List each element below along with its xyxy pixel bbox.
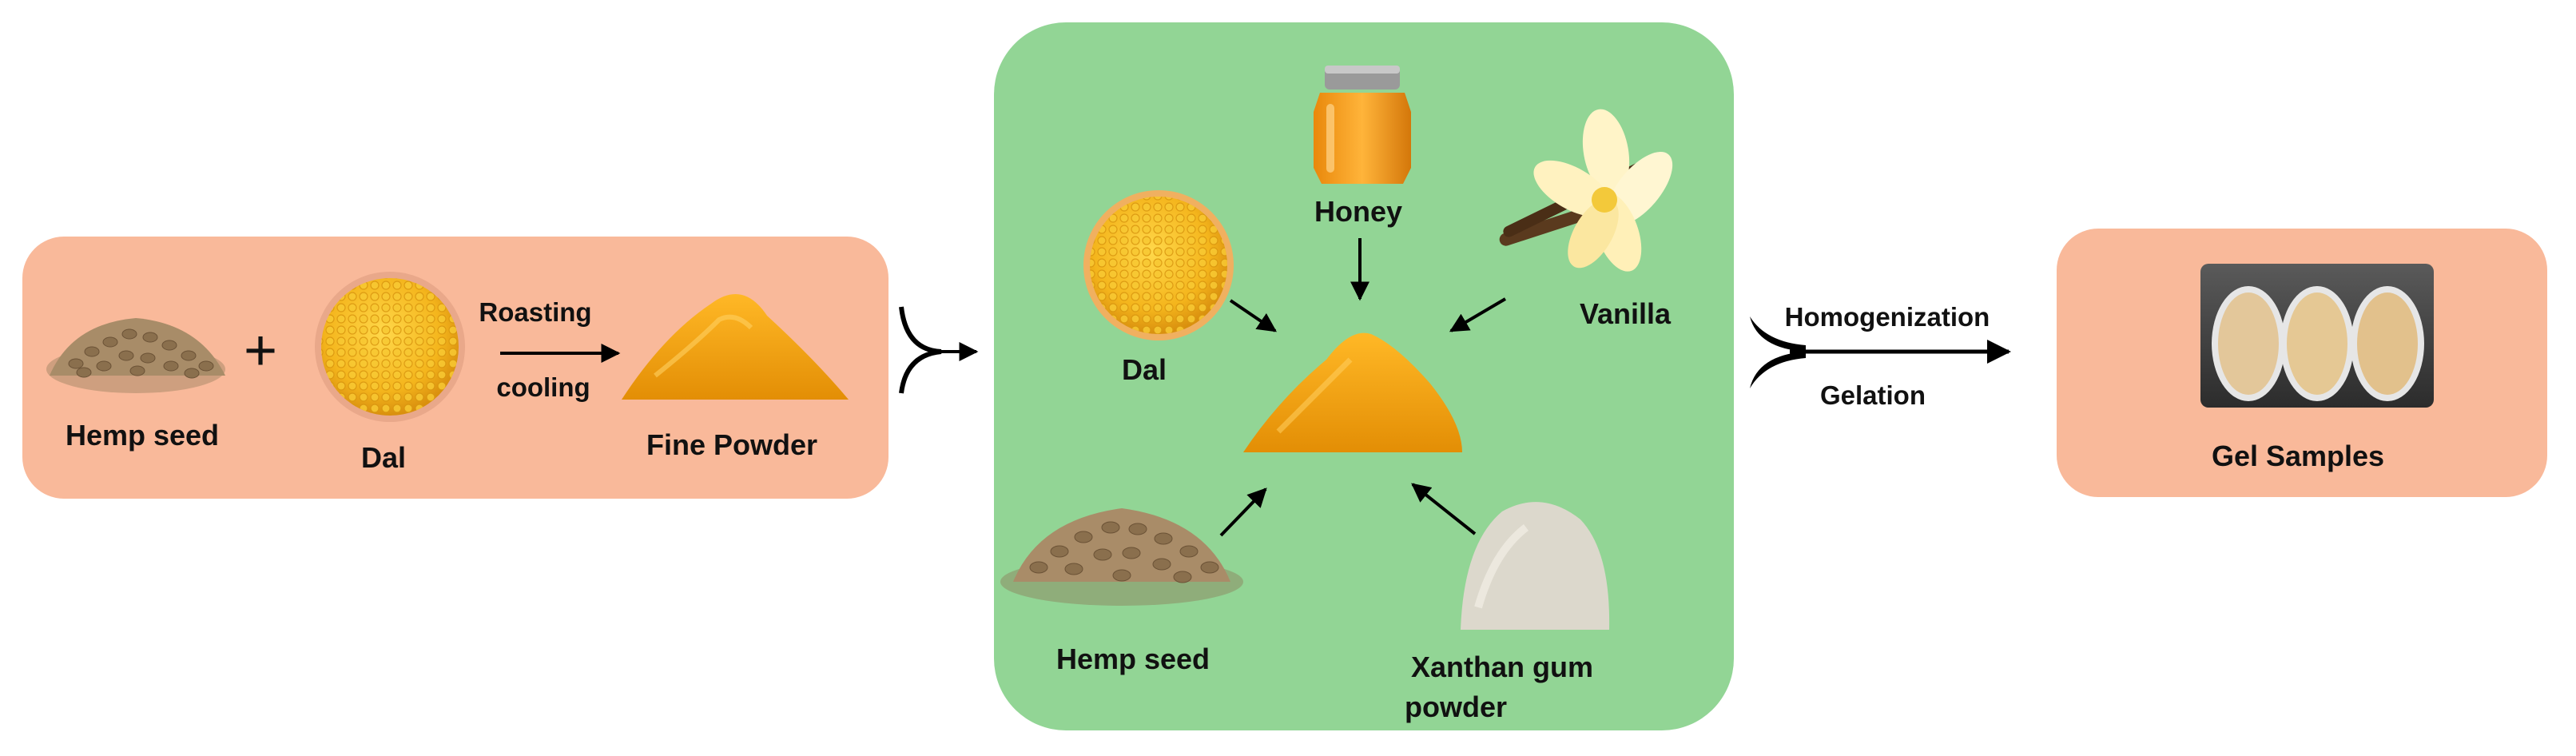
dal-label-left: Dal	[360, 441, 407, 474]
process-brace	[1750, 316, 2011, 388]
vanilla-label: Vanilla	[1579, 297, 1672, 330]
arrow-xanthan-to-powder	[1411, 483, 1477, 535]
merge-brace	[899, 306, 979, 394]
honey-label: Honey	[1314, 195, 1403, 228]
honey-jar	[1314, 66, 1411, 184]
gel-samples-label: Gel Samples	[2211, 440, 2385, 472]
roasting-label: Roasting	[479, 297, 592, 327]
dal-bowl-left	[315, 272, 465, 422]
plus-sign: +	[243, 319, 278, 383]
hemp-seed-label-left: Hemp seed	[65, 419, 220, 452]
hemp-seed-label-middle: Hemp seed	[1055, 643, 1210, 675]
arrow-hemp-to-powder	[1219, 487, 1267, 537]
homogenization-label: Homogenization	[1784, 302, 1990, 332]
xanthan-gum-label-line2: powder	[1404, 690, 1508, 723]
dal-bowl-middle	[1083, 190, 1234, 340]
fine-powder-label: Fine Powder	[646, 428, 818, 461]
dal-label-middle: Dal	[1121, 353, 1167, 386]
vanilla-flower	[1499, 109, 1673, 272]
hemp-seed-pile-middle	[1000, 508, 1243, 606]
xanthan-gum-pile	[1461, 502, 1610, 630]
gel-samples-photo	[2200, 264, 2434, 408]
arrow-vanilla-to-powder	[1449, 297, 1507, 332]
hemp-seed-pile-left	[46, 318, 225, 393]
fine-powder-pile-center	[1243, 332, 1462, 452]
fine-powder-pile-left	[622, 294, 849, 400]
xanthan-gum-label-line1: Xanthan gum	[1410, 651, 1594, 683]
gelation-label: Gelation	[1819, 380, 1926, 410]
cooling-label: cooling	[496, 372, 590, 402]
arrow-dal-to-powder	[1229, 299, 1277, 332]
